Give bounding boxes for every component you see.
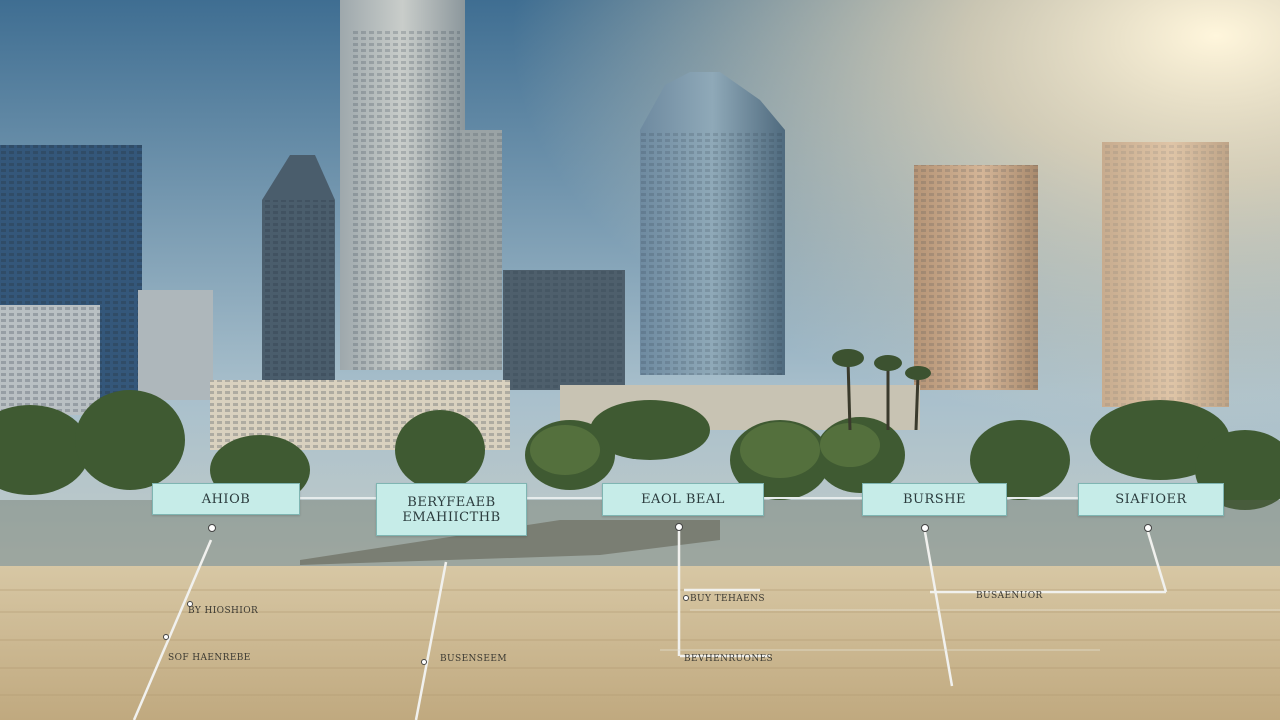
timeline-box-5: SIAFIOER <box>1078 483 1224 516</box>
timeline-box-2-line2: EMAHIICTHB <box>402 509 501 525</box>
timeline-note-1: BY HIOSHIOR <box>188 606 259 616</box>
timeline-note-5: BEVHENRUONES <box>684 654 774 664</box>
timeline-box-4-text: BURSHE <box>902 492 967 507</box>
timeline-box-1: AHIOB <box>152 483 300 515</box>
timeline-box-4: BURSHE <box>862 483 1007 516</box>
timeline-box-3: EAOL BEAL <box>602 483 764 516</box>
timeline-box-1-text: AHIOB <box>201 491 251 507</box>
timeline-note-3: BUY TEHAENS <box>690 594 765 604</box>
timeline-box-2-line1: BERYFEAEB <box>407 494 496 510</box>
timeline-note-2: SOF HAENREBE <box>168 653 251 663</box>
timeline-box-3-text: EAOL BEAL <box>641 492 725 507</box>
timeline-box-5-text: SIAFIOER <box>1115 492 1187 507</box>
timeline-box-2: BERYFEAEB EMAHIICTHB <box>376 483 527 536</box>
timeline-note-6: BUSENSEEM <box>440 654 507 664</box>
timeline-note-4: BUSAENUOR <box>976 591 1043 601</box>
